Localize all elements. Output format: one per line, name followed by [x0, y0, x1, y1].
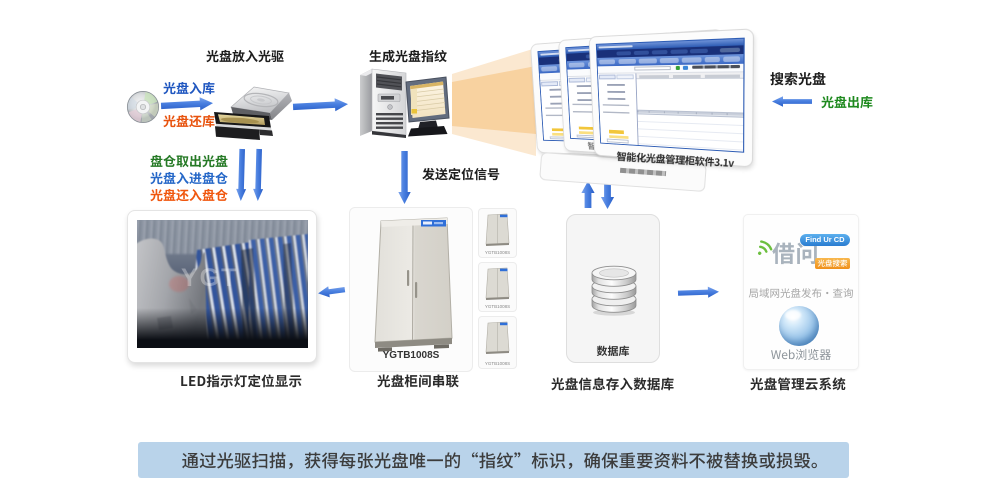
svg-text:YGT: YGT	[181, 264, 238, 292]
